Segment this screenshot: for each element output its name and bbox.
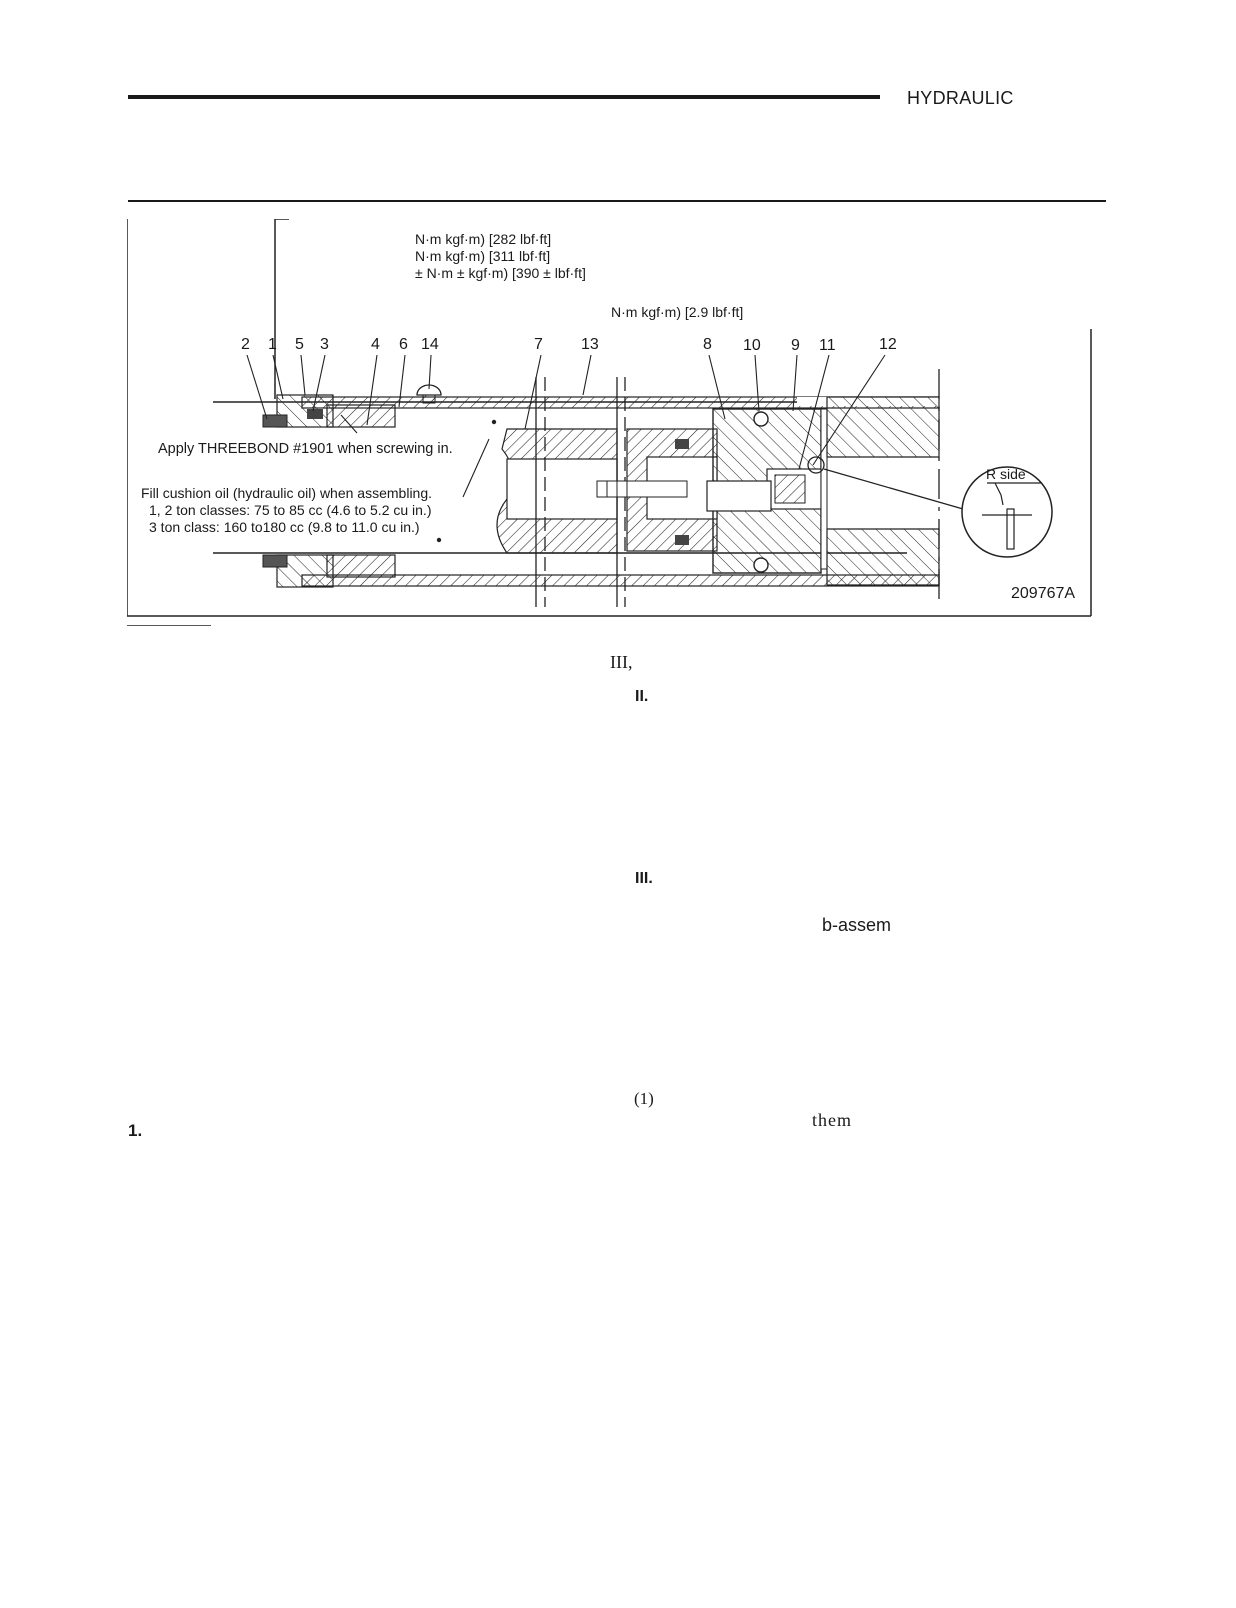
callout-number: 1 — [268, 336, 277, 353]
text-fragment: b-assem — [822, 915, 892, 935]
page-section-title: HYDRAULIC — [907, 88, 1014, 108]
text-fragment: III. — [635, 870, 653, 887]
text-fragment: III, — [610, 652, 633, 672]
callout-number: 7 — [534, 336, 543, 353]
callout-number: 4 — [371, 336, 380, 353]
callout-number: 5 — [295, 336, 304, 353]
fill-oil-note-line-3: 3 ton class: 160 to180 cc (9.8 to 11.0 c… — [149, 519, 420, 535]
step-number: 1. — [128, 1121, 143, 1140]
callout-number: 3 — [320, 336, 329, 353]
callout-number: 13 — [581, 336, 599, 353]
detail-label: R side — [986, 466, 1026, 482]
callout-number: 10 — [743, 337, 761, 354]
header-rule — [128, 95, 880, 99]
callout-number: 2 — [241, 336, 250, 353]
cylinder-cross-section-figure: N·m kgf·m) [282 lbf·ft] N·m kgf·m) [311 … — [126, 218, 1107, 627]
torque-spec-line-2: N·m kgf·m) [311 lbf·ft] — [415, 248, 551, 264]
section-rule — [128, 200, 1106, 202]
text-fragment: (1) — [634, 1089, 654, 1108]
fill-oil-note-line-2: 1, 2 ton classes: 75 to 85 cc (4.6 to 5.… — [149, 502, 432, 518]
cylinder-diagram — [126, 218, 1092, 627]
text-fragment: II. — [635, 688, 649, 705]
figure-id: 209767A — [1011, 585, 1076, 602]
torque-spec-line-3: ± N·m ± kgf·m) [390 ± lbf·ft] — [415, 265, 586, 281]
callout-number: 9 — [791, 337, 800, 354]
torque-spec-line-1: N·m kgf·m) [282 lbf·ft] — [415, 231, 552, 247]
text-fragment: them — [812, 1110, 852, 1130]
callout-number: 14 — [421, 336, 439, 353]
callout-number: 11 — [819, 337, 836, 354]
torque-spec-small: N·m kgf·m) [2.9 lbf·ft] — [611, 304, 744, 320]
callout-number: 6 — [399, 336, 408, 353]
callout-number: 8 — [703, 336, 712, 353]
threebond-note: Apply THREEBOND #1901 when screwing in. — [158, 441, 453, 457]
callout-number: 12 — [879, 336, 897, 353]
fill-oil-note-line-1: Fill cushion oil (hydraulic oil) when as… — [141, 485, 433, 501]
